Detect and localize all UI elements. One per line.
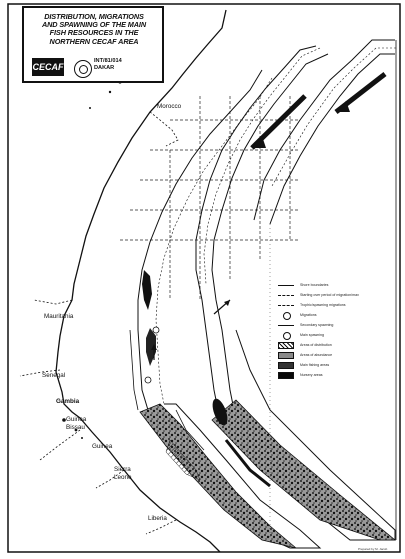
label-guinea-bissau: Guinea Bissau bbox=[66, 416, 87, 431]
legend-item: Trophic/spawning migrations bbox=[278, 301, 388, 310]
border-sierra bbox=[95, 469, 125, 489]
legend-black-icon bbox=[278, 372, 294, 379]
title-line: NORTHERN CECAF AREA bbox=[49, 36, 139, 46]
label-sierra-leone: Sierra Leone bbox=[114, 466, 132, 481]
title-line: DISTRIBUTION, MIGRATIONS bbox=[44, 12, 144, 21]
title-box: DISTRIBUTION, MIGRATIONS AND SPAWNING OF… bbox=[22, 6, 164, 83]
legend-hatch-icon bbox=[278, 342, 294, 349]
legend-item: Main fishing areas bbox=[278, 361, 388, 370]
border-senegal bbox=[19, 369, 61, 377]
legend-item: Areas of distribution bbox=[278, 341, 388, 350]
island bbox=[81, 437, 83, 439]
legend-item: Nursery areas bbox=[278, 371, 388, 380]
legend-label: Areas of abundance bbox=[300, 353, 333, 357]
legend-dash-icon bbox=[278, 295, 294, 296]
panel-2-nursery bbox=[212, 398, 228, 426]
panel-2 bbox=[195, 45, 397, 541]
legend-label: Main fishing areas bbox=[300, 363, 330, 367]
border-mauritania bbox=[33, 299, 73, 305]
label-gambia: Gambia bbox=[56, 398, 80, 405]
panel-3-fishing bbox=[142, 270, 152, 310]
panel-1 bbox=[253, 39, 396, 225]
logo-row: CECAF INT/81/014 DAKAR bbox=[32, 58, 158, 78]
panel-3-distribution bbox=[165, 439, 201, 481]
legend-grey-icon bbox=[278, 352, 294, 359]
legend-label: Nursery areas bbox=[300, 373, 323, 377]
legend-item: Migrations bbox=[278, 311, 388, 320]
legend: Shore boundaries Starting over period of… bbox=[278, 281, 398, 381]
legend-label: Secondary spawning bbox=[300, 323, 334, 327]
legend-item: Areas of abundance bbox=[278, 351, 388, 360]
label-morocco: Morocco bbox=[157, 103, 182, 110]
island bbox=[62, 418, 66, 422]
cecaf-logo: CECAF bbox=[32, 58, 64, 76]
label-mauritania: Mauritania bbox=[44, 313, 74, 320]
map-credit: Prepared by M. Jacob bbox=[358, 547, 388, 551]
legend-circle-icon bbox=[283, 312, 291, 320]
island bbox=[89, 107, 91, 109]
label-liberia: Liberia bbox=[148, 515, 167, 522]
legend-line-icon bbox=[278, 325, 294, 326]
panel-3 bbox=[129, 69, 322, 549]
legend-circle-icon bbox=[283, 332, 291, 340]
title-line: FISH RESOURCES IN THE bbox=[49, 28, 139, 38]
legend-item: Main spawning bbox=[278, 331, 388, 340]
legend-item: Shore boundaries bbox=[278, 281, 388, 290]
project-number: INT/81/014 bbox=[94, 58, 122, 64]
legend-label: Migrations bbox=[300, 313, 317, 317]
legend-label: Main spawning bbox=[300, 333, 324, 337]
project-code: INT/81/014 DAKAR bbox=[94, 58, 154, 72]
border-morocco bbox=[149, 111, 179, 147]
label-guinea: Guinea bbox=[92, 443, 113, 450]
border-guinea bbox=[39, 429, 81, 461]
island bbox=[74, 428, 78, 432]
map-title: DISTRIBUTION, MIGRATIONS AND SPAWNING OF… bbox=[28, 12, 160, 46]
panel-2-abundance bbox=[211, 399, 397, 541]
legend-label: Trophic/spawning migrations bbox=[300, 303, 346, 307]
legend-label: Shore boundaries bbox=[300, 283, 329, 287]
legend-dark-icon bbox=[278, 362, 294, 369]
island bbox=[108, 90, 112, 94]
map-border bbox=[7, 3, 401, 553]
legend-line-icon bbox=[278, 285, 294, 286]
fao-seal-icon bbox=[74, 60, 92, 78]
legend-dash-icon bbox=[278, 305, 294, 306]
border-liberia bbox=[145, 519, 177, 535]
label-senegal: Senegal bbox=[42, 372, 66, 379]
coastline bbox=[55, 9, 227, 553]
project-city: DAKAR bbox=[94, 65, 115, 71]
legend-label: Starting over period of migration/max bbox=[300, 293, 359, 297]
legend-label: Areas of distribution bbox=[300, 343, 332, 347]
title-line: AND SPAWNING OF THE MAIN bbox=[41, 20, 147, 30]
legend-item: Secondary spawning bbox=[278, 321, 388, 330]
legend-item: Starting over period of migration/max bbox=[278, 291, 388, 300]
